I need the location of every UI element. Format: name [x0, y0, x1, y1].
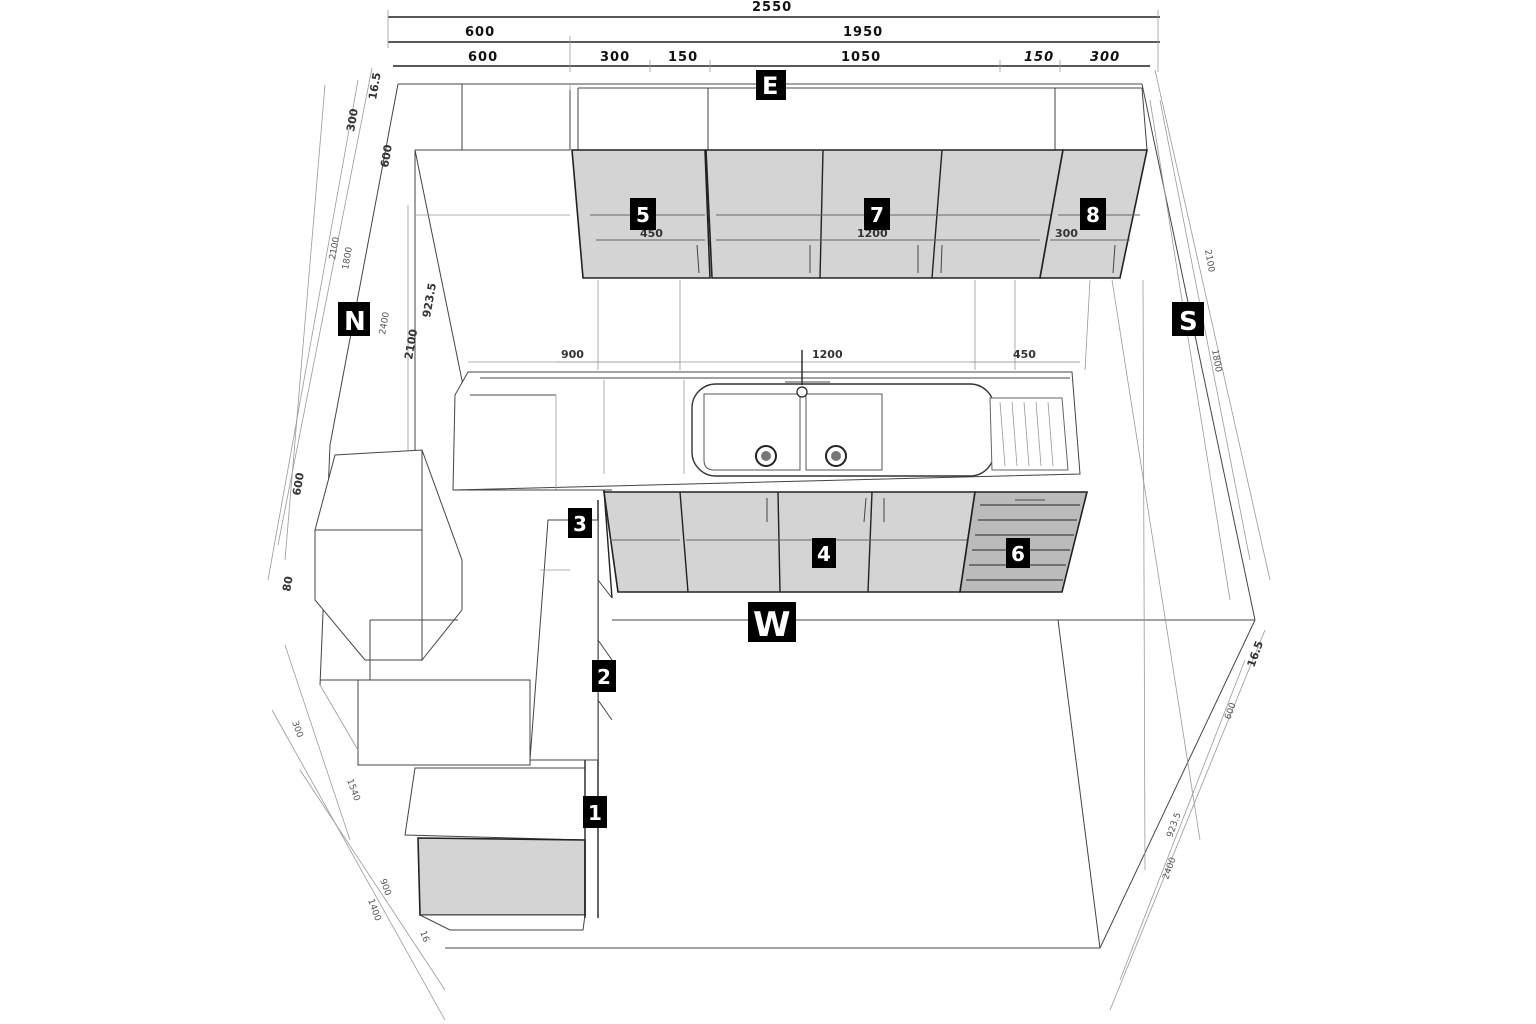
- unit-label-3: 3: [568, 508, 592, 538]
- dim-left-300: 300: [344, 107, 361, 132]
- dim-right-2100: 2100: [1202, 249, 1216, 274]
- unit-label-7: 7: [864, 198, 890, 230]
- unit-label-1: 1: [583, 796, 607, 828]
- svg-text:4: 4: [817, 542, 831, 566]
- svg-text:7: 7: [870, 203, 884, 227]
- dim-left-2400: 2400: [378, 311, 392, 336]
- dim-seg-300-right: 300: [1090, 50, 1120, 65]
- dim-top-total: 2550: [752, 0, 792, 15]
- dim-bottom-1540: 1540: [344, 778, 361, 803]
- unit-label-5: 5: [630, 198, 656, 230]
- unit-label-4: 4: [812, 538, 836, 568]
- unit-label-2: 2: [592, 660, 616, 692]
- svg-text:2: 2: [597, 665, 611, 689]
- dim-left-80: 80: [280, 575, 296, 593]
- compass-west: W: [748, 602, 796, 645]
- dim-bottom-300: 300: [289, 720, 304, 740]
- unit-label-6: 6: [1006, 538, 1030, 568]
- dim-right-923-5: 923.5: [1165, 811, 1183, 839]
- left-dimension-lines: [267, 67, 446, 1021]
- dim-top-left-b: 600: [468, 50, 498, 65]
- dish-drainer: [989, 397, 1069, 471]
- dim-left-1800: 1800: [341, 246, 355, 271]
- compass-north: N: [338, 302, 370, 337]
- faucet-icon: [785, 350, 830, 398]
- dim-seg-1050: 1050: [841, 50, 881, 65]
- dim-seg-150-left: 150: [668, 50, 698, 65]
- dim-bottom-16: 16: [417, 930, 430, 944]
- svg-text:S: S: [1179, 307, 1198, 337]
- svg-text:6: 6: [1011, 542, 1025, 566]
- dim-right-2400: 2400: [1161, 856, 1178, 881]
- dim-left-600-b: 600: [290, 471, 307, 496]
- svg-text:8: 8: [1086, 203, 1100, 227]
- dim-right-16-5: 16.5: [1245, 639, 1266, 669]
- unit-label-8: 8: [1080, 198, 1106, 230]
- base-cabinet-4: [603, 491, 976, 593]
- svg-text:5: 5: [636, 203, 650, 227]
- svg-text:3: 3: [573, 512, 587, 536]
- upper-cabinet-outer: [577, 87, 1148, 151]
- dim-top-left-a: 600: [465, 25, 495, 40]
- compass-east: E: [756, 70, 786, 100]
- svg-text:1: 1: [588, 801, 602, 825]
- dim-left-16-5: 16.5: [366, 72, 384, 101]
- dim-right-1800: 1800: [1209, 349, 1223, 374]
- dim-seg-150-right: 150: [1024, 50, 1054, 65]
- dim-cabinet-1200: 1200: [857, 227, 888, 240]
- svg-text:E: E: [762, 72, 778, 100]
- dim-bottom-1400: 1400: [365, 898, 382, 923]
- left-lower-block: [319, 679, 531, 766]
- dim-cabinet-450: 450: [640, 227, 663, 240]
- top-dimension-lines: [387, 10, 1160, 72]
- sink: [691, 350, 995, 477]
- svg-text:W: W: [753, 605, 791, 645]
- dim-left-2100-b: 2100: [402, 328, 420, 361]
- dim-top-right-span: 1950: [843, 25, 883, 40]
- dim-bottom-900: 900: [377, 878, 392, 898]
- dim-left-600: 600: [378, 143, 395, 168]
- compass-south: S: [1172, 302, 1204, 337]
- dim-counter-900: 900: [561, 348, 584, 361]
- dim-left-2100-a: 2100: [328, 236, 342, 261]
- svg-text:N: N: [344, 307, 366, 337]
- right-dimension-lines: [1109, 69, 1271, 1011]
- dim-right-600: 600: [1223, 701, 1238, 721]
- dim-seg-300-left: 300: [600, 50, 630, 65]
- fridge-box: [314, 449, 463, 680]
- dim-left-923-5: 923.5: [420, 282, 439, 319]
- dim-cabinet-300: 300: [1055, 227, 1078, 240]
- left-base-run: [404, 489, 613, 931]
- dim-counter-1200: 1200: [812, 348, 843, 361]
- dim-counter-450: 450: [1013, 348, 1036, 361]
